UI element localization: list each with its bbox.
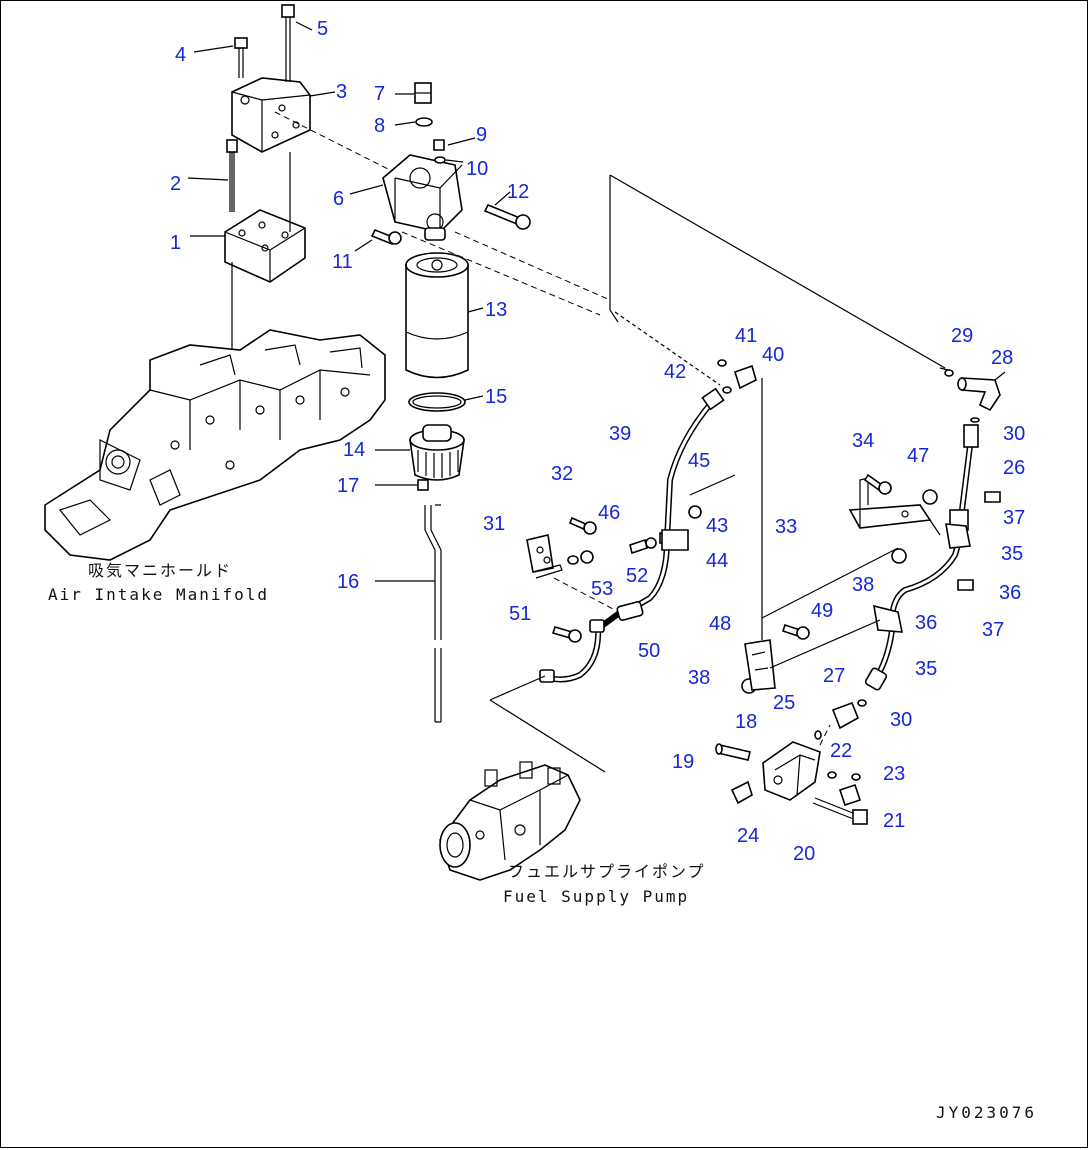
callout-3: 3 [336,81,347,103]
callout-19: 19 [672,751,694,773]
manifold-caption-en: Air Intake Manifold [48,585,269,604]
callout-41: 41 [735,325,757,347]
callout-37-upper: 37 [1003,507,1025,529]
fuel-fitting-18-group [715,699,868,825]
callout-47: 47 [907,445,929,467]
callout-11: 11 [332,251,353,273]
callout-36-upper: 36 [999,582,1021,604]
callout-33: 33 [775,516,797,538]
callout-15: 15 [485,386,507,408]
callout-51: 51 [509,603,531,625]
callout-27: 27 [823,665,845,687]
callout-39: 39 [609,423,631,445]
callout-4: 4 [175,44,186,66]
callout-numbers: 1 2 3 4 5 6 7 8 9 10 11 12 13 14 15 16 1… [170,18,1025,865]
callout-23: 23 [883,763,905,785]
callout-30-upper: 30 [1003,423,1025,445]
callout-5: 5 [317,18,328,40]
callout-42: 42 [664,361,686,383]
callout-48: 48 [709,613,731,635]
pump-caption-en: Fuel Supply Pump [503,887,689,906]
pump-caption-jp: フュエルサプライポンプ [508,862,706,881]
fuel-hose-26-group [741,369,1001,694]
callout-13: 13 [485,299,507,321]
manifold-caption-jp: 吸気マニホールド [88,561,232,580]
air-intake-manifold [44,329,386,561]
callout-52: 52 [626,565,648,587]
filter-head-assembly [370,82,611,316]
callout-9: 9 [476,124,487,146]
callout-20: 20 [793,843,815,865]
callout-21: 21 [883,810,905,832]
callout-32: 32 [551,463,573,485]
callout-38-upper: 38 [852,574,874,596]
callout-40: 40 [762,344,784,366]
callout-8: 8 [374,115,385,137]
callout-22: 22 [830,740,852,762]
callout-10: 10 [466,158,488,180]
callout-36-lower: 36 [915,612,937,634]
callout-6: 6 [333,188,344,210]
callout-1: 1 [170,232,181,254]
callout-24: 24 [737,825,759,847]
callout-49: 49 [811,600,833,622]
connection-lines [187,21,1006,773]
callout-37-lower: 37 [982,619,1004,641]
fuel-supply-pump [439,761,581,881]
callout-26: 26 [1003,457,1025,479]
callout-29: 29 [951,325,973,347]
drawing-code: JY023076 [936,1103,1037,1122]
callout-44: 44 [706,550,728,572]
callout-38-lower: 38 [688,667,710,689]
callout-16: 16 [337,571,359,593]
callout-50: 50 [638,640,660,662]
callout-12: 12 [507,181,529,203]
callout-7: 7 [374,83,385,105]
fuel-hose-39-group [526,359,757,683]
callout-43: 43 [706,515,728,537]
callout-31: 31 [483,513,505,535]
callout-35-upper: 35 [1001,543,1023,565]
callout-17: 17 [337,475,359,497]
callout-45: 45 [688,450,710,472]
callout-35-lower: 35 [915,658,937,680]
callout-28: 28 [991,347,1013,369]
callout-34: 34 [852,430,874,452]
fuel-filter-assembly [405,252,469,723]
callout-18: 18 [735,711,757,733]
callout-2: 2 [170,173,181,195]
bracket-assembly [224,4,391,350]
callout-46: 46 [598,502,620,524]
callout-53: 53 [591,578,613,600]
callout-30-lower: 30 [890,709,912,731]
callout-25: 25 [773,692,795,714]
callout-14: 14 [343,439,365,461]
